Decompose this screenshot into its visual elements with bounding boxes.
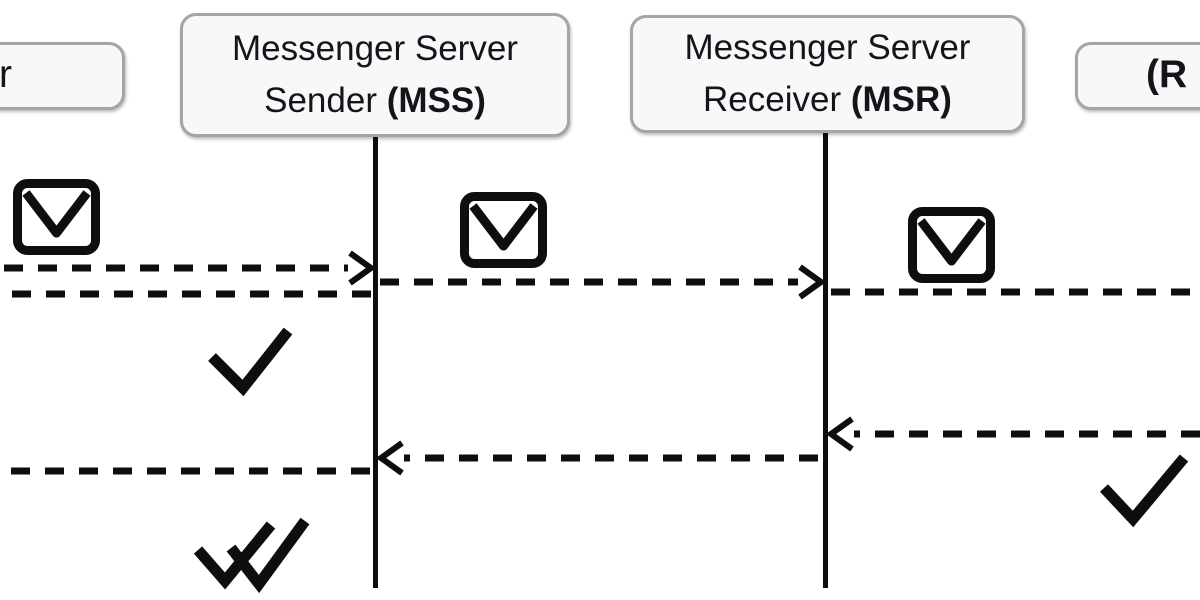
participant-box-msr: Messenger Server Receiver (MSR) [630, 15, 1025, 133]
participant-box-mss: Messenger Server Sender (MSS) [180, 13, 570, 137]
message-arrow-sender-to-mss [4, 250, 377, 286]
double-check-icon [193, 517, 310, 594]
participant-label-msr-line2: Receiver (MSR) [703, 80, 952, 119]
envelope-icon [460, 192, 547, 268]
participant-label-mss-line2: Sender (MSS) [264, 81, 486, 120]
check-icon [1099, 454, 1189, 528]
participant-box-sender: r [0, 42, 125, 110]
check-icon [208, 327, 293, 397]
participant-box-receiver: (R [1075, 42, 1200, 110]
ack-arrow-receiver-to-msr [825, 416, 1200, 452]
ack-arrow-msr-to-mss [375, 440, 818, 476]
participant-label-mss-line1: Messenger Server [232, 29, 518, 68]
participant-label-sender-fragment: r [0, 52, 12, 96]
participant-label-msr-line1: Messenger Server [684, 28, 971, 67]
envelope-icon [13, 179, 100, 255]
participant-label-receiver-fragment: (R [1146, 52, 1188, 96]
envelope-icon [908, 207, 995, 283]
message-arrow-mss-to-msr [380, 264, 827, 300]
